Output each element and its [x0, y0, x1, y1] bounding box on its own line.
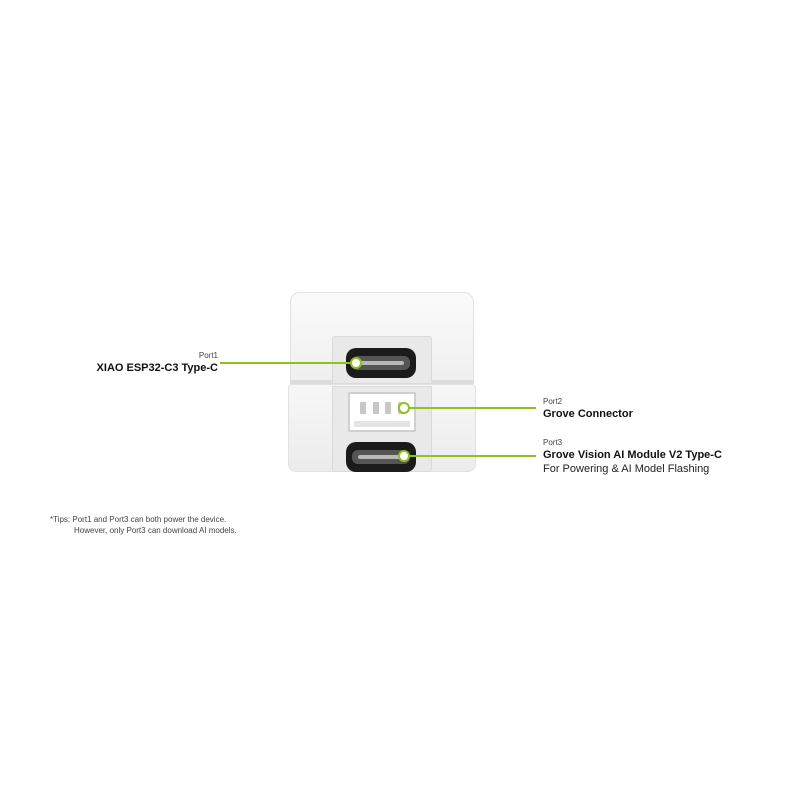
port2-marker — [398, 402, 410, 414]
tips-line-2: However, only Port3 can download AI mode… — [74, 526, 237, 535]
port1-label: Port1 XIAO ESP32-C3 Type-C — [80, 351, 218, 375]
port1-marker — [350, 357, 362, 369]
port3-tag: Port3 — [543, 438, 563, 447]
port2-label: Port2 Grove Connector — [543, 397, 633, 421]
port3-marker — [398, 450, 410, 462]
port1-title: XIAO ESP32-C3 Type-C — [96, 362, 218, 374]
port3-leader-line — [408, 455, 536, 457]
tips-note: *Tips: Port1 and Port3 can both power th… — [50, 514, 237, 536]
port2-title: Grove Connector — [543, 408, 633, 420]
device-image — [288, 292, 476, 472]
port3-title: Grove Vision AI Module V2 Type-C — [543, 449, 722, 461]
port2-leader-line — [408, 407, 536, 409]
tips-line-1: *Tips: Port1 and Port3 can both power th… — [50, 515, 227, 524]
port3-label: Port3 Grove Vision AI Module V2 Type-C F… — [543, 438, 722, 476]
port3-description: For Powering & AI Model Flashing — [543, 463, 710, 475]
port1-leader-line — [220, 362, 352, 364]
port2-tag: Port2 — [543, 397, 563, 406]
port1-tag: Port1 — [198, 351, 218, 360]
